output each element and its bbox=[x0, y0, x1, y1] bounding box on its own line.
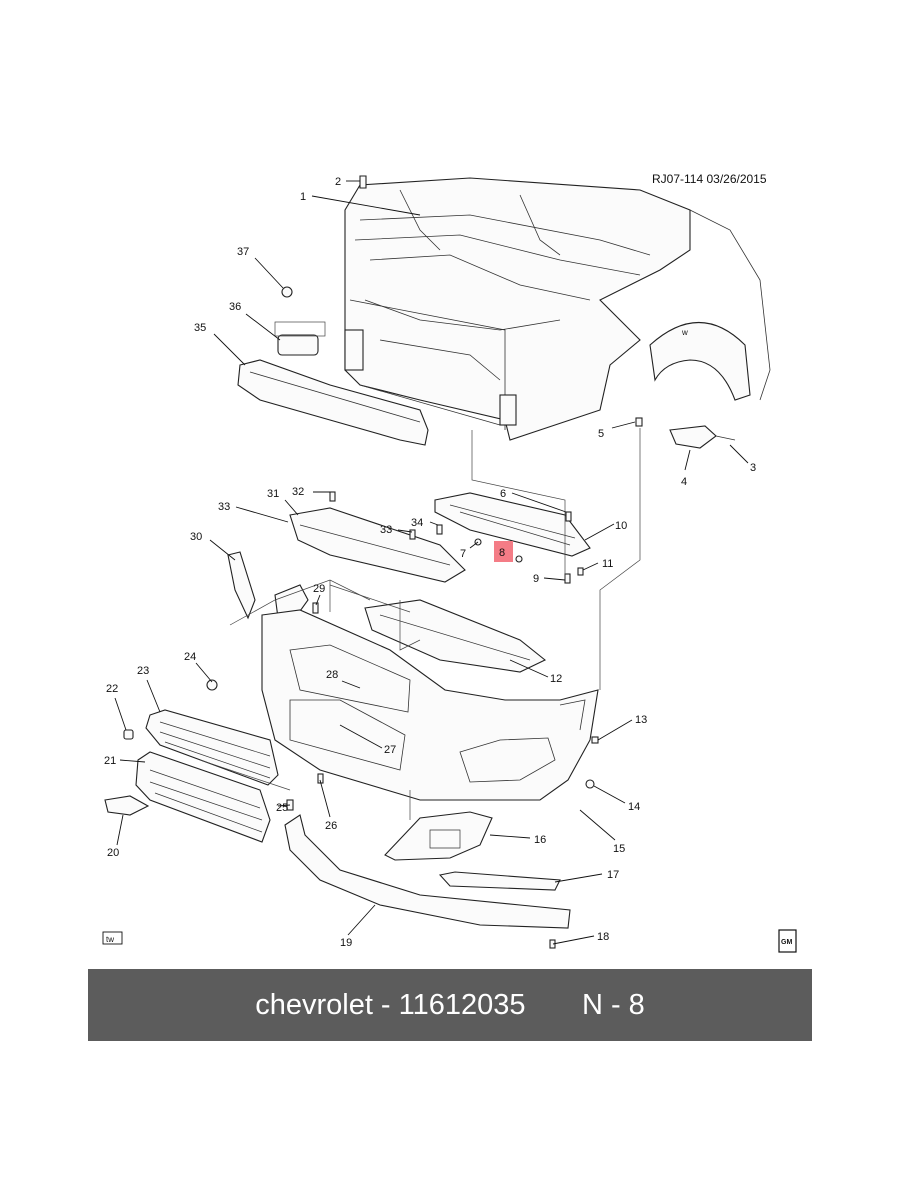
part-17-lower-trim bbox=[438, 871, 561, 891]
part-2-fastener bbox=[359, 175, 367, 189]
gm-logo bbox=[778, 929, 797, 953]
label-14: 14 bbox=[628, 801, 640, 813]
label-21: 21 bbox=[104, 755, 116, 767]
part-16-fog-bezel bbox=[384, 811, 493, 861]
label-12: 12 bbox=[550, 673, 562, 685]
label-4: 4 bbox=[681, 476, 687, 488]
part-21-lower-grille bbox=[135, 751, 271, 843]
label-7: 7 bbox=[460, 548, 466, 560]
part-36-module bbox=[277, 334, 319, 356]
svg-text:w: w bbox=[681, 328, 688, 337]
part-10-lower-shield bbox=[434, 492, 591, 557]
label-23: 23 bbox=[137, 665, 149, 677]
part-15-front-fascia bbox=[261, 609, 599, 801]
label-17: 17 bbox=[607, 869, 619, 881]
part-23-upper-grille bbox=[145, 709, 279, 786]
gm-logo-text: GM bbox=[781, 939, 792, 946]
label-35: 35 bbox=[194, 322, 206, 334]
label-8: 8 bbox=[499, 547, 505, 559]
label-11: 11 bbox=[602, 558, 613, 570]
label-29: 29 bbox=[313, 583, 325, 595]
label-13: 13 bbox=[635, 714, 647, 726]
part-8-fastener bbox=[515, 555, 523, 563]
label-34: 34 bbox=[411, 517, 423, 529]
part-37-fastener bbox=[281, 286, 293, 298]
footer-part-text: chevrolet - 11612035 bbox=[255, 988, 526, 1021]
label-36: 36 bbox=[229, 301, 241, 313]
part-4-bracket bbox=[669, 425, 717, 449]
footer-page-text: N - 8 bbox=[581, 988, 645, 1021]
label-37: 37 bbox=[237, 246, 249, 258]
label-33-left: 33 bbox=[218, 501, 230, 513]
leader-lines bbox=[114, 180, 749, 945]
part-30-side-bracket bbox=[227, 551, 256, 620]
label-31: 31 bbox=[267, 488, 279, 500]
label-19: 19 bbox=[340, 937, 352, 949]
callout-labels: 1 2 3 4 5 6 7 8 9 10 11 12 13 14 15 16 1… bbox=[104, 176, 756, 949]
label-32: 32 bbox=[292, 486, 304, 498]
label-27: 27 bbox=[384, 744, 396, 756]
label-30: 30 bbox=[190, 531, 202, 543]
label-1: 1 bbox=[300, 191, 306, 203]
label-20: 20 bbox=[107, 847, 119, 859]
label-26: 26 bbox=[325, 820, 337, 832]
label-33-right: 33 bbox=[380, 524, 392, 536]
label-22: 22 bbox=[106, 683, 118, 695]
label-9: 9 bbox=[533, 573, 539, 585]
label-8-highlight bbox=[494, 541, 513, 562]
footer-bar: chevrolet - 11612035 N - 8 bbox=[88, 969, 812, 1041]
label-25: 25 bbox=[276, 802, 288, 814]
label-6: 6 bbox=[500, 488, 506, 500]
label-2: 2 bbox=[335, 176, 341, 188]
part-20-emblem bbox=[104, 795, 150, 816]
label-3: 3 bbox=[750, 462, 756, 474]
label-15: 15 bbox=[613, 843, 625, 855]
part-22-clip bbox=[123, 729, 134, 740]
body-structure: w bbox=[344, 177, 771, 441]
diagram-ref: RJ07-114 03/26/2015 bbox=[652, 172, 767, 186]
label-10: 10 bbox=[615, 520, 627, 532]
label-24: 24 bbox=[184, 651, 196, 663]
label-16: 16 bbox=[534, 834, 546, 846]
part-19-air-dam bbox=[284, 814, 571, 929]
part-31-air-deflector bbox=[289, 507, 466, 583]
tw-mark bbox=[102, 931, 123, 945]
label-18: 18 bbox=[597, 931, 609, 943]
tw-mark-text: tw bbox=[106, 935, 114, 944]
label-5: 5 bbox=[598, 428, 604, 440]
part-12-baffle bbox=[364, 599, 547, 673]
part-35-bumper-reinforcement bbox=[237, 359, 429, 446]
label-28: 28 bbox=[326, 669, 338, 681]
